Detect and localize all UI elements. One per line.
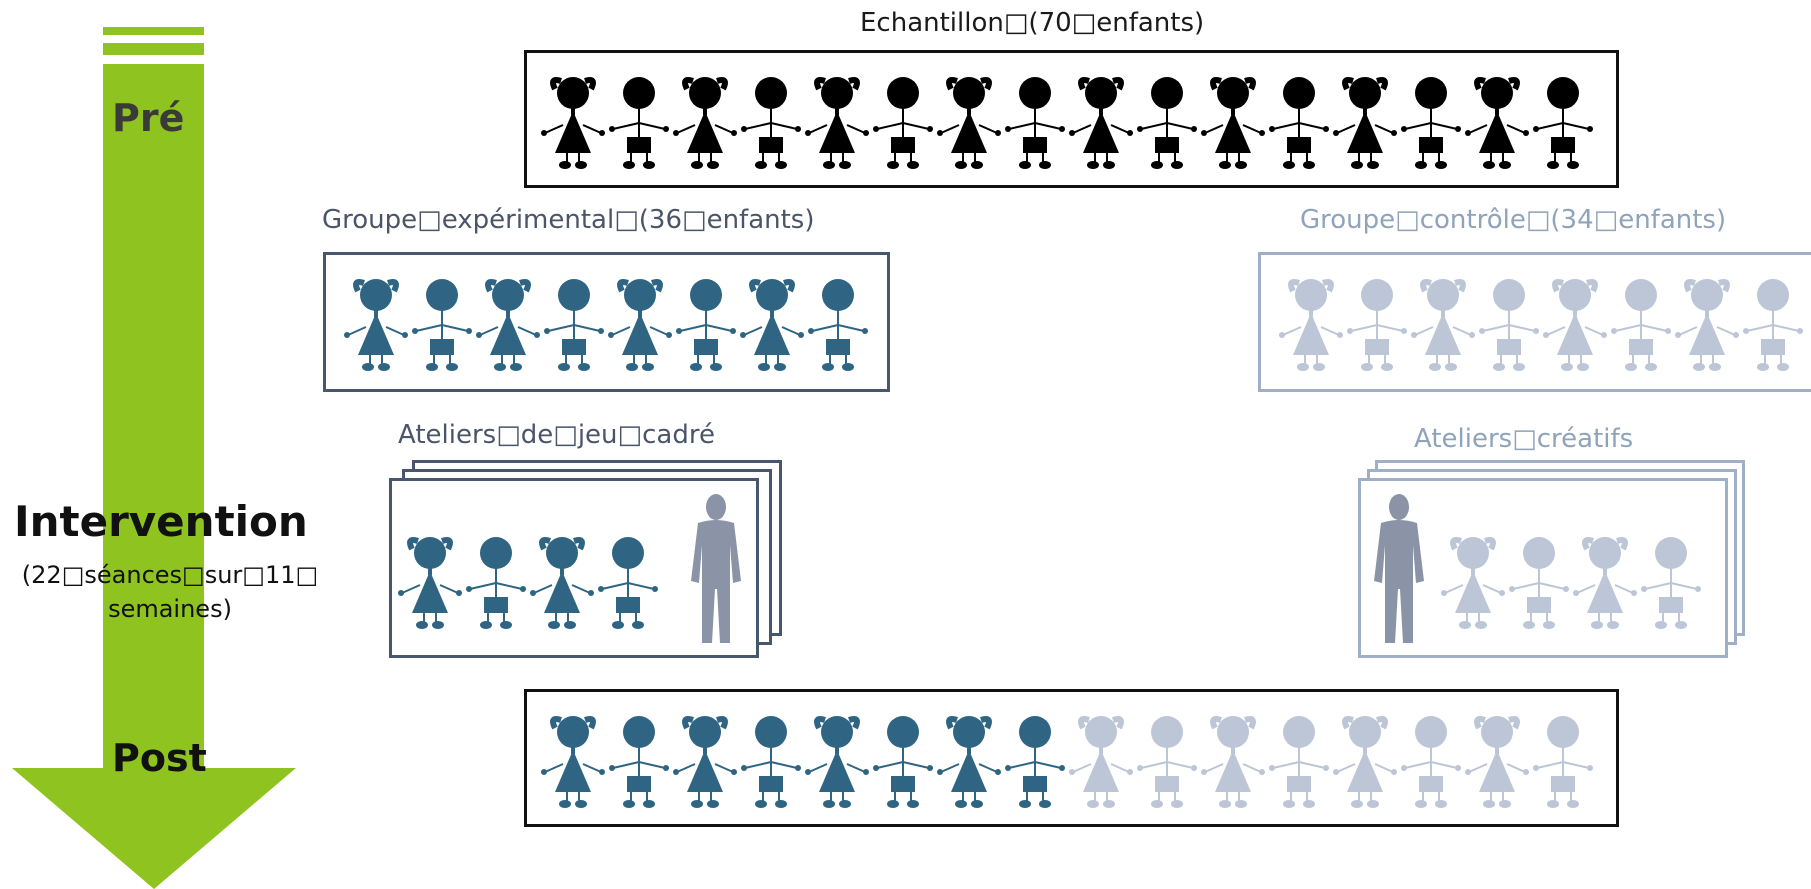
- girl-figure-icon: [1573, 537, 1637, 629]
- boy-figure-icon: [466, 537, 526, 629]
- timeline-arrow-stripe-1: [103, 27, 204, 35]
- control-workshop-figures: [1441, 537, 1701, 629]
- boy-figure-icon: [1269, 77, 1329, 169]
- boy-figure-icon: [1509, 537, 1569, 629]
- girl-figure-icon: [1543, 279, 1607, 371]
- control-workshop-card: [1358, 478, 1728, 658]
- girl-figure-icon: [740, 279, 804, 371]
- girl-figure-icon: [344, 279, 408, 371]
- girl-figure-icon: [1333, 77, 1397, 169]
- girl-figure-icon: [937, 716, 1001, 808]
- experimental-group-box: [323, 252, 890, 392]
- boy-figure-icon: [609, 77, 669, 169]
- control-workshop-title: Ateliers□créatifs: [1414, 424, 1634, 454]
- boy-figure-icon: [609, 716, 669, 808]
- girl-figure-icon: [1279, 279, 1343, 371]
- boy-figure-icon: [1479, 279, 1539, 371]
- girl-figure-icon: [673, 716, 737, 808]
- adult-silhouette-icon: [1374, 494, 1424, 643]
- girl-figure-icon: [805, 716, 869, 808]
- sample-box: [524, 50, 1619, 188]
- girl-figure-icon: [1069, 77, 1133, 169]
- experimental-workshop-card: [389, 478, 759, 658]
- girl-figure-icon: [1411, 279, 1475, 371]
- girl-figure-icon: [541, 716, 605, 808]
- girl-figure-icon: [1441, 537, 1505, 629]
- timeline-arrow-shaft: [103, 64, 204, 769]
- boy-figure-icon: [1347, 279, 1407, 371]
- boy-figure-icon: [1401, 77, 1461, 169]
- girl-figure-icon: [1201, 716, 1265, 808]
- girl-figure-icon: [1201, 77, 1265, 169]
- girl-figure-icon: [937, 77, 1001, 169]
- boy-figure-icon: [1005, 716, 1065, 808]
- control-group-figures: [1279, 279, 1803, 371]
- boy-figure-icon: [1533, 716, 1593, 808]
- experimental-workshop-title: Ateliers□de□jeu□cadré: [398, 420, 715, 450]
- boy-figure-icon: [741, 716, 801, 808]
- sample-figures: [541, 77, 1593, 169]
- boy-figure-icon: [741, 77, 801, 169]
- boy-figure-icon: [1611, 279, 1671, 371]
- boy-figure-icon: [808, 279, 868, 371]
- experimental-group-title: Groupe□expérimental□(36□enfants): [322, 205, 815, 235]
- boy-figure-icon: [598, 537, 658, 629]
- girl-figure-icon: [1465, 716, 1529, 808]
- girl-figure-icon: [805, 77, 869, 169]
- boy-figure-icon: [1401, 716, 1461, 808]
- boy-figure-icon: [544, 279, 604, 371]
- girl-figure-icon: [1465, 77, 1529, 169]
- timeline-arrow-head: [12, 768, 296, 889]
- boy-figure-icon: [1641, 537, 1701, 629]
- boy-figure-icon: [873, 716, 933, 808]
- phase-intervention-detail: (22□séances□sur□11□ semaines): [21, 561, 319, 623]
- phase-pre-label: Pré: [112, 96, 185, 140]
- boy-figure-icon: [1533, 77, 1593, 169]
- timeline-arrow: [12, 27, 296, 889]
- boy-figure-icon: [873, 77, 933, 169]
- girl-figure-icon: [476, 279, 540, 371]
- girl-figure-icon: [1333, 716, 1397, 808]
- sample-title: Echantillon□(70□enfants): [860, 8, 1205, 38]
- timeline-arrow-stripe-2: [103, 43, 204, 55]
- girl-figure-icon: [608, 279, 672, 371]
- girl-figure-icon: [1069, 716, 1133, 808]
- boy-figure-icon: [412, 279, 472, 371]
- boy-figure-icon: [676, 279, 736, 371]
- girl-figure-icon: [398, 537, 462, 629]
- experimental-workshop-figures: [398, 537, 658, 629]
- boy-figure-icon: [1743, 279, 1803, 371]
- boy-figure-icon: [1269, 716, 1329, 808]
- phase-intervention-label: Intervention: [14, 497, 308, 546]
- boy-figure-icon: [1137, 77, 1197, 169]
- adult-silhouette-icon: [691, 494, 741, 643]
- post-sample-box: [524, 689, 1619, 827]
- boy-figure-icon: [1005, 77, 1065, 169]
- post-sample-figures: [541, 716, 1593, 808]
- girl-figure-icon: [1675, 279, 1739, 371]
- boy-figure-icon: [1137, 716, 1197, 808]
- experimental-group-figures: [344, 279, 868, 371]
- control-group-title: Groupe□contrôle□(34□enfants): [1300, 205, 1727, 235]
- control-group-box: [1258, 252, 1811, 392]
- phase-post-label: Post: [112, 736, 207, 780]
- girl-figure-icon: [673, 77, 737, 169]
- girl-figure-icon: [530, 537, 594, 629]
- girl-figure-icon: [541, 77, 605, 169]
